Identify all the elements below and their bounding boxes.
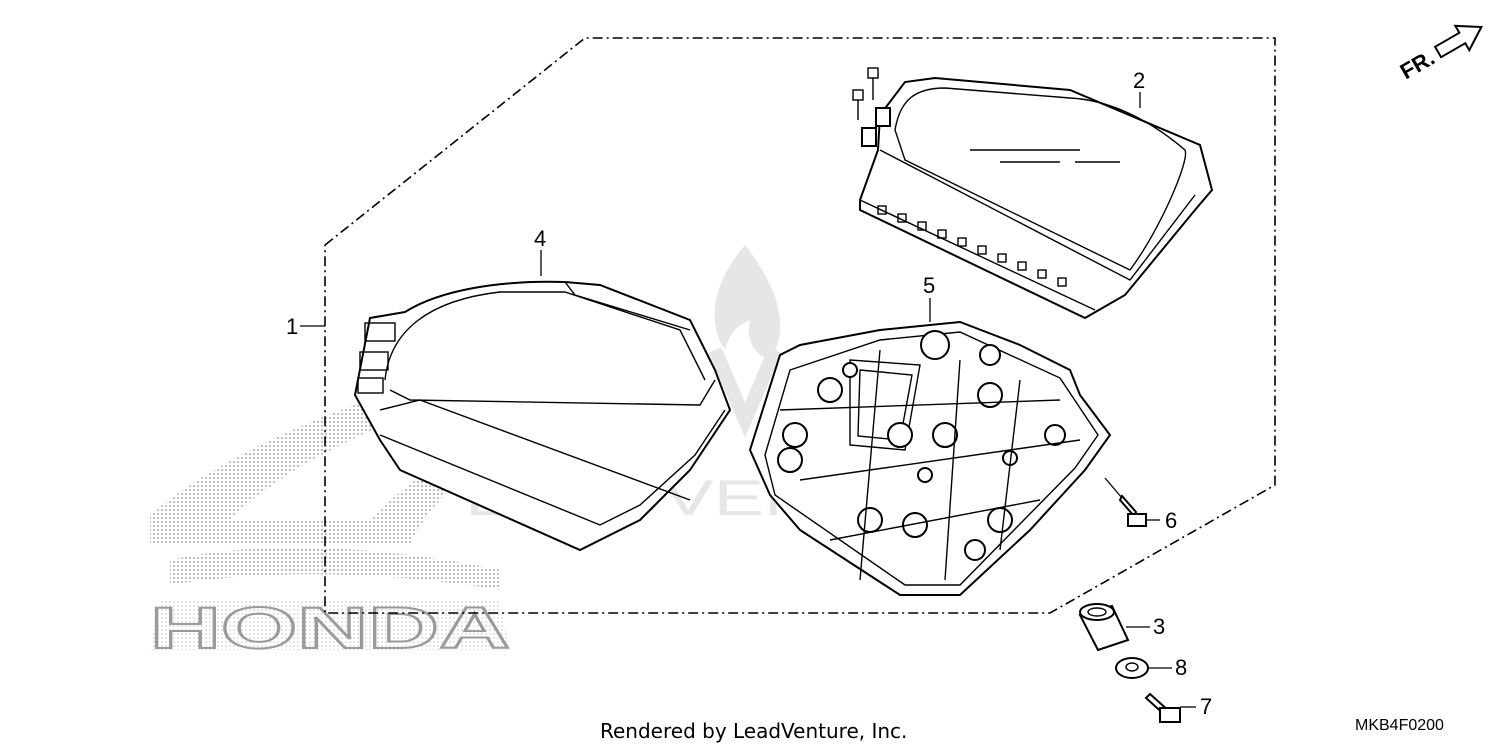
screw-part-7 [1144, 692, 1181, 723]
honda-logo-text: HONDA [150, 596, 510, 661]
assembly-boundary [324, 37, 1276, 614]
callout-3: 3 [1153, 614, 1165, 639]
grommet-part-3 [1078, 603, 1130, 652]
callout-4: 4 [534, 226, 546, 251]
meter-case-rear-ribs [779, 349, 1081, 581]
front-arrow-icon [1433, 24, 1483, 59]
meter-case-front [353, 280, 732, 552]
callout-7: 7 [1200, 694, 1212, 719]
callout-1: 1 [286, 314, 298, 339]
meter-panel-connector-pins [877, 205, 1067, 287]
diagram-code: MKB4F0200 [1355, 717, 1444, 734]
callout-2: 2 [1133, 68, 1145, 93]
callout-8: 8 [1175, 655, 1187, 680]
callout-5: 5 [923, 273, 935, 298]
front-direction-indicator: FR. [1396, 24, 1483, 84]
meter-case-rear-bosses [777, 330, 1066, 561]
screw-part-6 [1104, 477, 1147, 527]
leader-lines [300, 92, 1196, 708]
meter-panel-screws [852, 67, 891, 147]
collar-part-8 [1115, 657, 1149, 679]
footer-credit: Rendered by LeadVenture, Inc. [600, 719, 907, 743]
front-direction-label: FR. [1396, 45, 1439, 84]
callout-labels: 1 2 3 4 5 6 7 8 [286, 68, 1212, 719]
callout-6: 6 [1165, 508, 1177, 533]
meter-case-rear [748, 320, 1112, 596]
meter-panel-display [852, 67, 1214, 320]
